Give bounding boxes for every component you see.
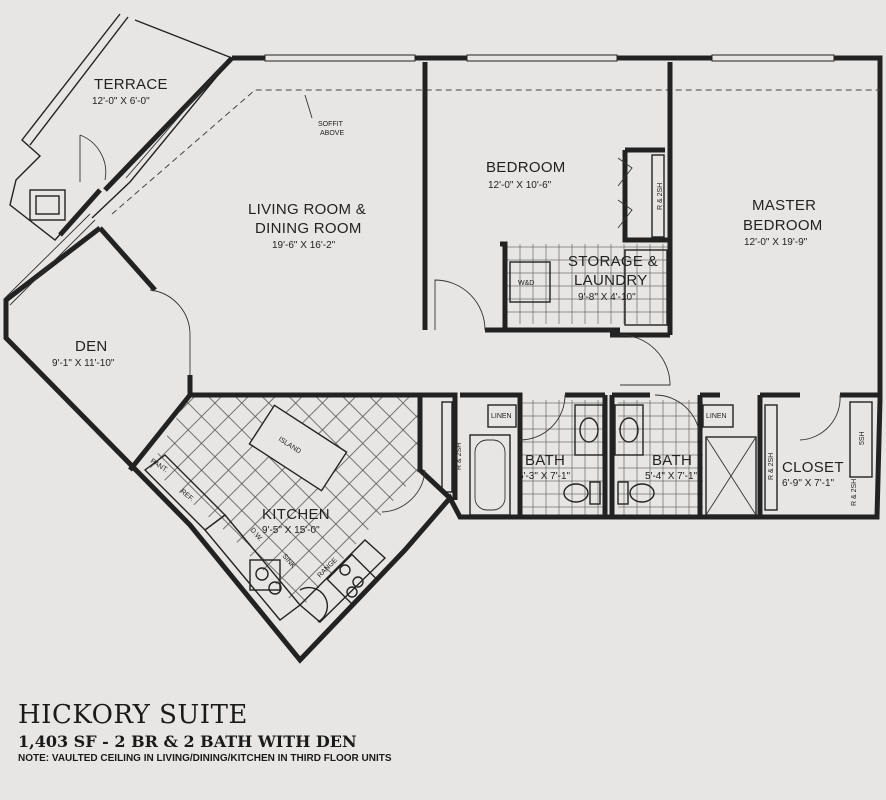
master-name-1: MASTER [752, 197, 816, 214]
interior-walls [98, 62, 880, 517]
wd-label: W&D [518, 280, 534, 287]
soffit-label: SOFFIT [318, 121, 344, 128]
terrace-name: TERRACE [94, 76, 168, 93]
title-block: HICKORY SUITE 1,403 SF - 2 BR & 2 BATH W… [18, 700, 392, 764]
bath1-tile-floor [520, 400, 605, 515]
storage-tile-floor [505, 244, 670, 324]
top-windows [264, 54, 835, 62]
bath1-name: BATH [525, 452, 565, 469]
kitchen-hall-shelf [441, 401, 453, 493]
bath1-dims: 5'-3" X 7'-1" [518, 471, 571, 482]
room-labels: TERRACE 12'-0" X 6'-0" SOFFIT ABOVE LIVI… [52, 76, 866, 579]
suite-subtitle: 1,403 SF - 2 BR & 2 BATH WITH DEN [18, 732, 357, 751]
bath2-dims: 5'-4" X 7'-1" [645, 471, 698, 482]
living-name-2: DINING ROOM [255, 220, 362, 237]
door-swings [149, 157, 841, 513]
closet-dims: 6'-9" X 7'-1" [782, 478, 835, 489]
storage-dims: 9'-8" X 4'-10" [578, 292, 636, 303]
bedroom-name: BEDROOM [486, 159, 566, 176]
washer-dryer [509, 261, 551, 303]
terrace-dims: 12'-0" X 6'-0" [92, 96, 150, 107]
living-name-1: LIVING ROOM & [248, 201, 366, 218]
kitchen-island [248, 404, 348, 492]
master-name-2: BEDROOM [743, 217, 823, 234]
linen1-label: LINEN [491, 413, 512, 420]
kitchen-counters [143, 454, 387, 623]
linen2-label: LINEN [706, 413, 727, 420]
terrace-outline [4, 13, 233, 306]
suite-note: NOTE: VAULTED CEILING IN LIVING/DINING/K… [18, 753, 392, 764]
closet-name: CLOSET [782, 459, 844, 476]
soffit-label-2: ABOVE [320, 130, 344, 137]
ssh-label: 5SH [859, 431, 866, 445]
floor-plan: TERRACE 12'-0" X 6'-0" SOFFIT ABOVE LIVI… [3, 13, 883, 664]
bath2-name: BATH [652, 452, 692, 469]
den-dims: 9'-1" X 11'-10" [52, 358, 115, 369]
storage-name-1: STORAGE & [568, 253, 658, 270]
rsh-closet-right-label: R & 2SH [851, 479, 858, 506]
kitchen-dims: 9'-5" X 15'-0" [262, 525, 320, 536]
rsh-bedroom-label: R & 2SH [657, 183, 664, 210]
storage-name-2: LAUNDRY [574, 272, 648, 289]
den-name: DEN [75, 338, 108, 355]
storage-shelf [624, 249, 668, 326]
kitchen-name: KITCHEN [262, 506, 330, 523]
bath-fixtures [469, 401, 873, 516]
living-dims: 19'-6" X 16'-2" [272, 240, 336, 251]
rsh-closet-left-label: R & 2SH [768, 453, 775, 480]
bedroom-closet-shelf [651, 154, 665, 238]
rsh-kitchen-hall-label: R & 2SH [456, 443, 463, 470]
bedroom-dims: 12'-0" X 10'-6" [488, 180, 552, 191]
suite-name: HICKORY SUITE [18, 700, 248, 730]
master-dims: 12'-0" X 19'-9" [744, 237, 808, 248]
exterior-walls [3, 55, 883, 664]
